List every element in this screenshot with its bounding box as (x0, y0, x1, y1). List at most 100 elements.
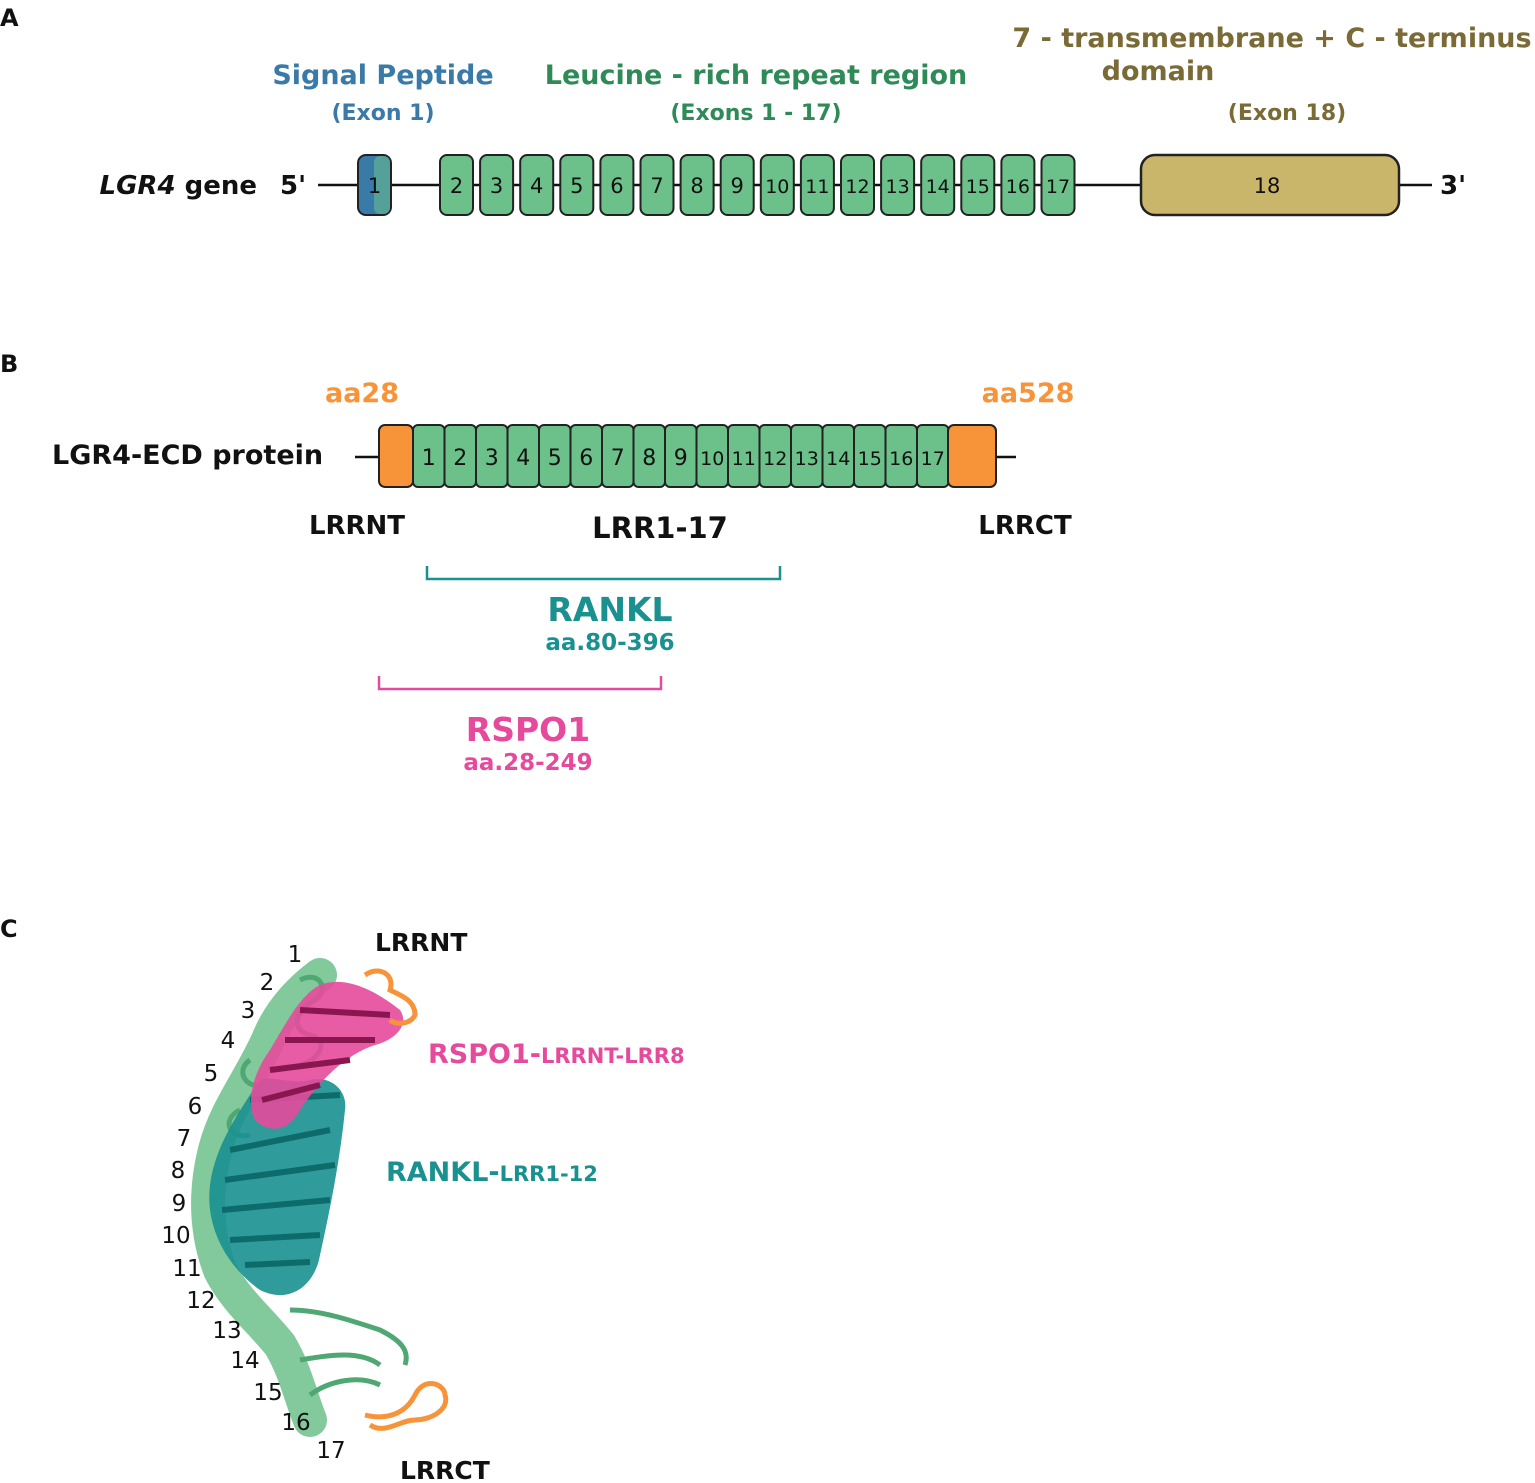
rspo1-name: RSPO1 (466, 710, 590, 749)
rspo1-binding-sub: LRRNT-LRR8 (541, 1044, 685, 1068)
exon-6-label: 6 (610, 174, 623, 198)
five-prime-label: 5' (280, 171, 306, 201)
aa-start-label: aa28 (325, 378, 399, 409)
rspo1-binding-main: RSPO1- (428, 1039, 541, 1070)
lrr-repeat-11-label: 11 (732, 448, 756, 470)
lrrnt-label: LRRNT (309, 511, 405, 541)
structure-number-17: 17 (316, 1438, 345, 1464)
signal-peptide-title: Signal Peptide (272, 60, 493, 91)
structure-lrrct-label: LRRCT (400, 1456, 490, 1483)
exon-13-box (880, 154, 916, 216)
structure-number-12: 12 (186, 1288, 215, 1314)
structure-number-9: 9 (172, 1191, 187, 1217)
lrr-repeat-17-label: 17 (921, 448, 945, 470)
lrr-repeat-4-label: 4 (516, 446, 530, 471)
exon-16-label: 16 (1006, 176, 1030, 198)
structure-number-6: 6 (188, 1094, 203, 1120)
lrr-backbone-ribbon (191, 958, 337, 1437)
panel-a-letter: A (0, 4, 19, 32)
exon-10-box (759, 154, 795, 216)
exon-17-label: 17 (1046, 176, 1070, 198)
exon-7-label: 7 (650, 174, 663, 198)
structure-number-11: 11 (172, 1256, 201, 1282)
rankl-strands (221, 1092, 341, 1268)
gene-label: LGR4 gene (100, 171, 257, 201)
lrrct-label: LRRCT (978, 511, 1072, 541)
structure-number-16: 16 (281, 1410, 310, 1436)
lrr-repeat-14-label: 14 (826, 448, 850, 470)
rankl-name: RANKL (547, 590, 672, 629)
exon-18-box (1139, 153, 1401, 217)
lrr-region-title: Leucine - rich repeat region (545, 60, 968, 91)
panel-c-letter: C (0, 915, 18, 943)
exon-14-box (920, 154, 956, 216)
protein-structure-illustration (191, 958, 449, 1437)
gene-suffix: gene (176, 171, 257, 201)
exon-1-box-green-half (374, 156, 390, 214)
rankl-range: aa.80-396 (545, 630, 674, 656)
structure-number-13: 13 (212, 1318, 241, 1344)
rspo1-strands (261, 1007, 391, 1103)
tm-domain-title-2: domain (1102, 56, 1215, 87)
exon-4-label: 4 (530, 174, 543, 198)
exon-17-box (1040, 154, 1076, 216)
exon-11-label: 11 (805, 176, 829, 198)
exon-13-label: 13 (886, 176, 910, 198)
exon-14-label: 14 (926, 176, 950, 198)
structure-number-1: 1 (288, 942, 303, 968)
tm-domain-title-1: 7 - transmembrane + C - terminus (1012, 23, 1531, 54)
exon-8-box (679, 154, 715, 216)
structure-number-10: 10 (161, 1223, 190, 1249)
exon-18-label: 18 (1254, 174, 1281, 198)
exon-5-label: 5 (570, 174, 583, 198)
gene-name: LGR4 (100, 171, 176, 201)
exon-9-label: 9 (731, 174, 744, 198)
structure-number-15: 15 (253, 1380, 282, 1406)
lrrnt-domain (378, 424, 414, 488)
protein-label: LGR4-ECD protein (52, 440, 323, 471)
structure-number-5: 5 (204, 1061, 219, 1087)
exon-11-box (799, 154, 835, 216)
exon-1-label: 1 (368, 174, 381, 198)
exon-16-box (1000, 154, 1036, 216)
lrr-repeat-7-label: 7 (611, 446, 625, 471)
exon-2-label: 2 (450, 174, 463, 198)
three-prime-label: 3' (1440, 171, 1466, 201)
panel-b-letter: B (0, 350, 18, 378)
rankl-binding-sub: LRR1-12 (500, 1162, 598, 1186)
exon-6-box (599, 154, 635, 216)
lrr-repeat-8-label: 8 (642, 446, 656, 471)
lrr-repeat-9-label: 9 (674, 446, 688, 471)
lrr-repeat-10-label: 10 (700, 448, 724, 470)
structure-lrrnt-label: LRRNT (375, 928, 467, 957)
structure-number-4: 4 (221, 1028, 236, 1054)
structure-number-2: 2 (260, 970, 275, 996)
lrr-repeat-13-label: 13 (795, 448, 819, 470)
rspo1-binding-label: RSPO1-LRRNT-LRR8 (428, 1039, 685, 1070)
lrr-range-label: LRR1-17 (592, 511, 728, 545)
exon-7-box (639, 154, 675, 216)
structure-number-3: 3 (241, 998, 256, 1024)
exon-3-box (479, 154, 515, 216)
rspo1-bracket (377, 676, 663, 691)
aa-end-label: aa528 (982, 378, 1075, 409)
lrr-repeat-16-label: 16 (889, 448, 913, 470)
lrrct-cap-ribbon (364, 1381, 449, 1431)
structure-number-14: 14 (230, 1348, 259, 1374)
lrr-repeat-1-label: 1 (422, 446, 436, 471)
lrr-repeat-2-label: 2 (453, 446, 467, 471)
lrr-repeat-3-label: 3 (485, 446, 499, 471)
lrr-repeat-12-label: 12 (763, 448, 787, 470)
structure-number-7: 7 (177, 1126, 192, 1152)
rspo1-range: aa.28-249 (463, 750, 592, 776)
lrrct-domain (947, 424, 997, 488)
structure-number-8: 8 (171, 1158, 186, 1184)
exon-4-box (519, 154, 555, 216)
signal-peptide-exon: (Exon 1) (331, 101, 434, 126)
exon-10-label: 10 (765, 176, 789, 198)
exon-12-label: 12 (845, 176, 869, 198)
